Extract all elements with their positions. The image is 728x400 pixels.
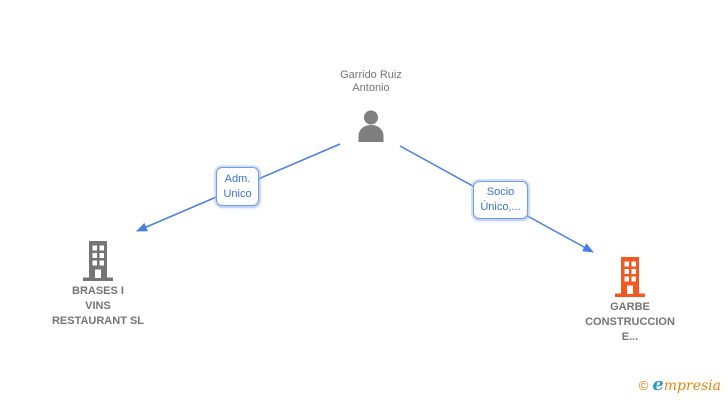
edge-label-socio-unico: Socio Único,... bbox=[473, 181, 528, 219]
edge-label-line1: Adm. bbox=[224, 172, 251, 185]
person-name-line1: Garrido Ruiz bbox=[340, 69, 402, 81]
person-name-line2: Antonio bbox=[352, 82, 390, 94]
person-icon bbox=[358, 110, 384, 142]
empresia-logo-initial: e bbox=[652, 374, 664, 395]
copyright-icon: © bbox=[638, 378, 649, 393]
person-name: Garrido Ruiz Antonio bbox=[340, 69, 402, 95]
company-name-line1: BRASES I bbox=[72, 285, 124, 297]
company-name-line3: E... bbox=[621, 331, 639, 343]
company-node-garbe[interactable]: GARBE CONSTRUCCION E... bbox=[560, 257, 700, 345]
company-name-line1: GARBE bbox=[610, 301, 650, 313]
person-node[interactable]: Garrido Ruiz Antonio bbox=[291, 69, 451, 142]
building-icon bbox=[83, 241, 113, 281]
company-name-line2: CONSTRUCCION bbox=[585, 316, 675, 328]
edge-label-line1: Socio bbox=[486, 186, 515, 198]
company-name: BRASES I VINS RESTAURANT SL bbox=[52, 284, 144, 329]
building-icon bbox=[615, 257, 645, 297]
edge-label-adm-unico: Adm. Unico bbox=[216, 167, 259, 206]
edge-label-line2: Único,... bbox=[480, 201, 521, 213]
company-name-line3: RESTAURANT SL bbox=[51, 315, 145, 327]
empresia-watermark[interactable]: © e mpresia bbox=[638, 374, 721, 395]
company-name: GARBE CONSTRUCCION E... bbox=[585, 300, 675, 345]
edge-label-line2: Unico bbox=[223, 187, 252, 200]
empresia-logo-text: mpresia bbox=[663, 378, 721, 394]
company-node-brases[interactable]: BRASES I VINS RESTAURANT SL bbox=[28, 241, 168, 329]
company-name-line2: VINS bbox=[85, 300, 111, 312]
